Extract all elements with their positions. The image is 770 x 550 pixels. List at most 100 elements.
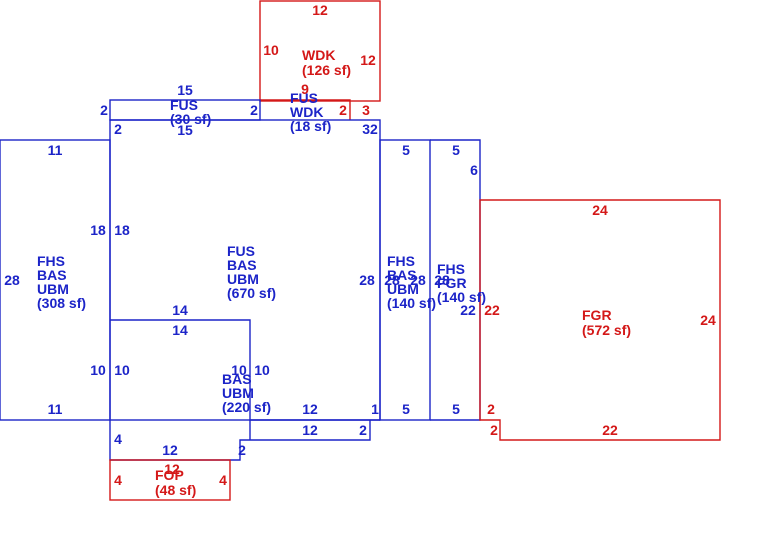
- lower-bas-outline: [110, 319, 380, 421]
- area-line: UBM: [37, 281, 69, 297]
- area-label-main: FUS BAS UBM (670 sf): [227, 243, 276, 301]
- area-label-strip2: FHS FGR (140 sf): [437, 261, 486, 305]
- fus-wdk-outline: [260, 99, 351, 120]
- dimension-label: 28: [410, 272, 426, 288]
- dimension-label: 2: [339, 102, 347, 118]
- dimension-label: 28: [359, 272, 375, 288]
- dimension-label: 11: [48, 142, 63, 158]
- area-label-fus-wdk: FUS WDK (18 sf): [290, 90, 331, 134]
- area-line: FHS: [437, 261, 465, 277]
- area-line: FUS: [227, 243, 255, 259]
- area-line: FHS: [387, 253, 415, 269]
- area-line: FUS: [290, 90, 318, 106]
- area-line: BAS: [387, 267, 417, 283]
- garage-outline: [479, 199, 721, 441]
- area-labels: WDK (126 sf) FUS (30 sf) FUS WDK (18 sf)…: [37, 47, 631, 498]
- area-line: (572 sf): [582, 322, 631, 338]
- dimension-label: 32: [362, 121, 378, 137]
- dimension-label: 10: [263, 42, 279, 58]
- dimension-label: 1: [371, 401, 379, 417]
- dimension-label: 6: [470, 162, 478, 178]
- strip-outline: [379, 139, 431, 421]
- dimension-label: 10: [231, 362, 247, 378]
- area-line: FOP: [155, 467, 184, 483]
- area-line: (30 sf): [170, 111, 211, 127]
- dimension-label: 12: [302, 401, 318, 417]
- outlines: [0, 0, 721, 501]
- dimension-label: 4: [219, 472, 227, 488]
- dimension-label: 9: [301, 81, 309, 97]
- dimension-label: 10: [254, 362, 270, 378]
- dimension-label: 28: [384, 272, 400, 288]
- area-label-lower-bas: BAS UBM (220 sf): [222, 371, 271, 415]
- dimension-label: 24: [700, 312, 716, 328]
- dimension-label: 5: [452, 401, 460, 417]
- left-wing-outline: [0, 139, 111, 421]
- dimension-label: 10: [114, 362, 130, 378]
- dimension-label: 12: [302, 422, 318, 438]
- dimension-label: 5: [402, 142, 410, 158]
- dimension-labels: 12 10 12 9 2 3 15 2 2 15 2 32 18 18 28 1…: [4, 2, 716, 488]
- area-line: BAS: [37, 267, 67, 283]
- dimension-label: 12: [312, 2, 328, 18]
- area-line: WDK: [290, 104, 323, 120]
- dimension-label: 14: [172, 322, 188, 338]
- dimension-label: 2: [238, 442, 246, 458]
- area-line: FGR: [437, 275, 467, 291]
- dimension-label: 22: [602, 422, 618, 438]
- dimension-label: 28: [434, 272, 450, 288]
- area-label-wdk-top: WDK (126 sf): [302, 47, 351, 78]
- area-line: UBM: [222, 385, 254, 401]
- dimension-label: 5: [452, 142, 460, 158]
- dimension-label: 12: [162, 442, 178, 458]
- area-line: (48 sf): [155, 482, 196, 498]
- dimension-label: 2: [359, 422, 367, 438]
- area-label-strip: FHS BAS UBM (140 sf): [387, 253, 436, 311]
- area-line: (126 sf): [302, 62, 351, 78]
- area-line: (308 sf): [37, 295, 86, 311]
- area-line: BAS: [227, 257, 257, 273]
- dimension-label: 10: [90, 362, 106, 378]
- dimension-label: 12: [164, 461, 180, 477]
- area-label-left-wing: FHS BAS UBM (308 sf): [37, 253, 86, 311]
- area-line: FHS: [37, 253, 65, 269]
- dimension-label: 4: [114, 431, 122, 447]
- area-label-garage: FGR (572 sf): [582, 307, 631, 338]
- dimension-label: 18: [114, 222, 130, 238]
- dimension-label: 2: [487, 401, 495, 417]
- area-line: UBM: [227, 271, 259, 287]
- area-line: (220 sf): [222, 399, 271, 415]
- dimension-label: 15: [177, 122, 193, 138]
- dimension-label: 5: [402, 401, 410, 417]
- area-label-porch: FOP (48 sf): [155, 467, 196, 498]
- area-line: (18 sf): [290, 118, 331, 134]
- dimension-label: 2: [250, 102, 258, 118]
- dimension-label: 14: [172, 302, 188, 318]
- dimension-label: 3: [362, 102, 370, 118]
- dimension-label: 12: [360, 52, 376, 68]
- area-line: FGR: [582, 307, 612, 323]
- dimension-label: 2: [100, 102, 108, 118]
- dimension-label: 15: [177, 82, 193, 98]
- porch-outline: [109, 459, 231, 501]
- dimension-label: 24: [592, 202, 608, 218]
- dimension-label: 2: [114, 121, 122, 137]
- dimension-label: 2: [490, 422, 498, 438]
- area-label-fus-small: FUS (30 sf): [170, 97, 211, 127]
- area-line: (140 sf): [387, 295, 436, 311]
- dimension-label: 4: [114, 472, 122, 488]
- area-line: UBM: [387, 281, 419, 297]
- wdk-top-outline: [259, 0, 381, 102]
- lower-step-outline: [109, 420, 371, 461]
- dimension-label: 22: [460, 302, 476, 318]
- dimension-label: 18: [90, 222, 106, 238]
- dimension-label: 22: [484, 302, 500, 318]
- area-line: BAS: [222, 371, 252, 387]
- dimension-label: 11: [48, 401, 63, 417]
- dimension-label: 28: [4, 272, 20, 288]
- area-line: (670 sf): [227, 285, 276, 301]
- area-line: FUS: [170, 97, 198, 113]
- area-line: WDK: [302, 47, 335, 63]
- area-line: (140 sf): [437, 289, 486, 305]
